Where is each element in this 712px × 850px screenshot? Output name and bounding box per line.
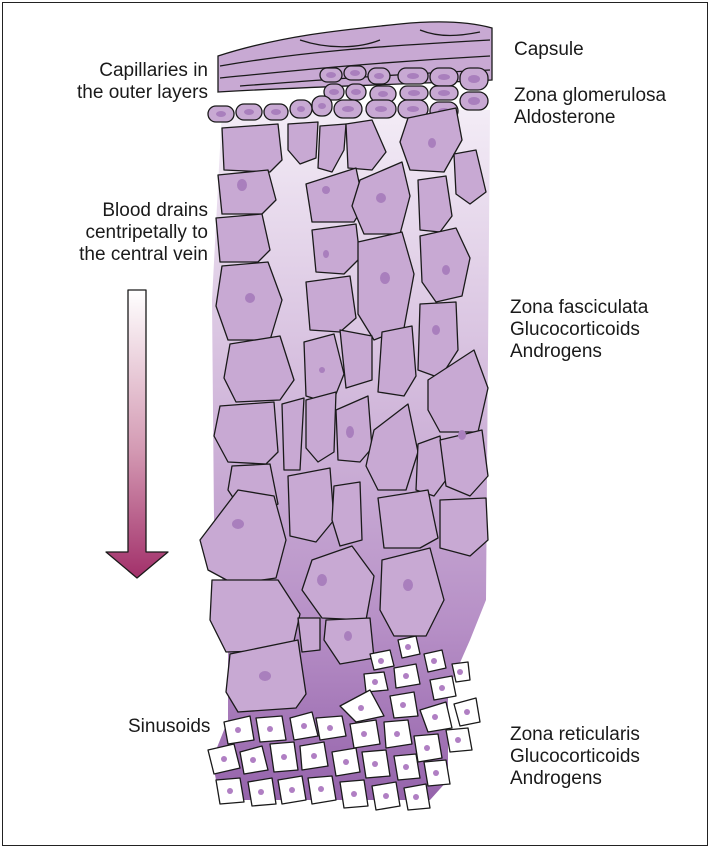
fasciculata-label: Zona fasciculata Glucocorticoids Androge… — [510, 297, 648, 363]
reticularis-label: Zona reticularis Glucocorticoids Androge… — [510, 724, 640, 790]
glomerulosa-label: Zona glomerulosa Aldosterone — [514, 85, 666, 129]
capsule-label: Capsule — [514, 39, 584, 61]
sinusoids-label: Sinusoids — [128, 716, 210, 738]
down-arrow-icon — [106, 290, 168, 578]
capillaries-label: Capillaries in the outer layers — [50, 60, 208, 104]
blood-drains-label: Blood drains centripetally to the centra… — [40, 200, 208, 266]
